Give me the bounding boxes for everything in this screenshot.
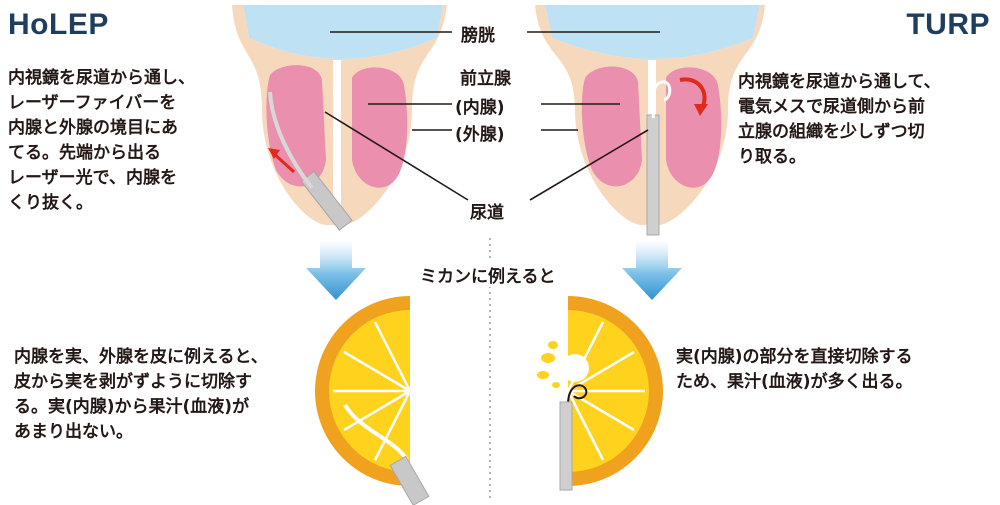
red-rotation-arrowhead bbox=[694, 104, 708, 116]
down-arrow-right bbox=[622, 240, 682, 300]
turp-title: TURP bbox=[906, 8, 990, 41]
inner-gland-right-lobe-b bbox=[666, 67, 722, 188]
endoscope-left bbox=[300, 170, 353, 231]
label-outer-gland: (外腺) bbox=[455, 125, 505, 145]
endoscope-right-orange bbox=[559, 401, 573, 491]
down-arrow-left bbox=[306, 240, 366, 300]
turp-upper-description: 内視鏡を尿道から通して、 電気メスで尿道側から前 立腺の組織を少しずつ切 り取る… bbox=[738, 72, 941, 167]
electrode-loop-orange bbox=[567, 384, 588, 406]
cut-hole-right bbox=[561, 354, 589, 382]
endoscope-left-orange bbox=[389, 455, 430, 505]
label-bladder: 膀胱 bbox=[461, 26, 495, 46]
segment-lines-left bbox=[333, 321, 412, 461]
red-arrowhead-left bbox=[268, 148, 280, 159]
analogy-heading: ミカンに例えると bbox=[414, 262, 562, 287]
label-inner-gland: (内腺) bbox=[455, 98, 505, 118]
leader-urethra-left bbox=[324, 111, 469, 201]
holep-upper-description: 内視鏡を尿道から通し、 レーザーファイバーを 内腺と外腺の境目にあ てる。先端か… bbox=[8, 68, 195, 213]
juice-drops bbox=[537, 341, 560, 388]
fiber-left-orange bbox=[343, 403, 409, 462]
leader-lines bbox=[324, 31, 660, 201]
inner-gland-right-lobe-a bbox=[581, 66, 642, 187]
holep-lower-description: 内腺を実、外腺を皮に例えると、 皮から実を剥がずように切除す る。実(内腺)から… bbox=[14, 347, 268, 442]
electrode-loop-right bbox=[651, 80, 672, 119]
holep-prostate-diagram bbox=[232, 5, 447, 231]
inner-gland-left-lobe-a bbox=[266, 65, 326, 187]
endoscope-right bbox=[646, 114, 660, 236]
orange-holep bbox=[315, 296, 430, 505]
holep-title: HoLEP bbox=[8, 8, 109, 41]
laser-fiber-left bbox=[268, 91, 314, 190]
label-prostate: 前立腺 bbox=[460, 69, 511, 89]
turp-lower-description: 実(内腺)の部分を直接切除する ため、果汁(血液)が多く出る。 bbox=[676, 347, 913, 392]
turp-prostate-diagram bbox=[535, 5, 765, 236]
inner-gland-left-lobe-b bbox=[352, 67, 408, 188]
orange-turp bbox=[537, 296, 663, 491]
leader-urethra-right bbox=[529, 129, 649, 201]
label-urethra: 尿道 bbox=[470, 203, 504, 223]
